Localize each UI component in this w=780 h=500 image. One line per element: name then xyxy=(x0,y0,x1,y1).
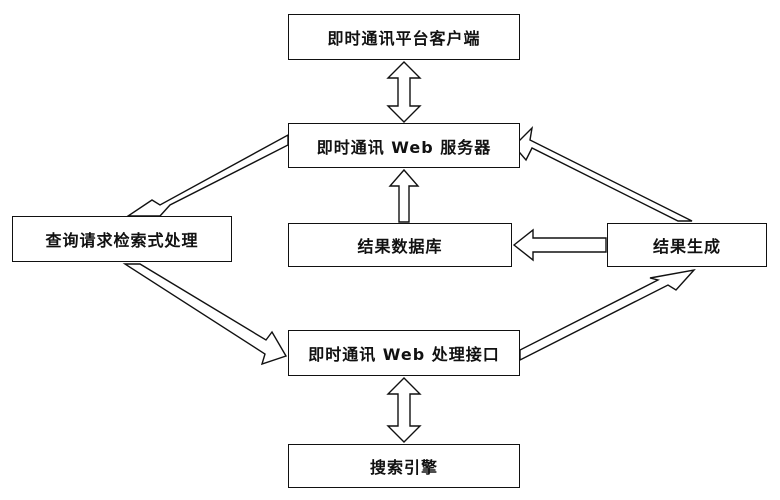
arrow-resultdb-server xyxy=(388,168,420,223)
arrow-server-query xyxy=(125,133,289,217)
node-search-engine: 搜索引擎 xyxy=(288,444,520,488)
arrow-generate-server xyxy=(513,125,693,222)
node-im-client: 即时通讯平台客户端 xyxy=(288,14,520,60)
node-label: 即时通讯平台客户端 xyxy=(327,29,481,48)
arrow-generate-resultdb xyxy=(512,228,607,262)
node-label: 查询请求检索式处理 xyxy=(45,231,199,250)
node-query-processing: 查询请求检索式处理 xyxy=(12,216,232,262)
arrow-client-server xyxy=(386,61,422,123)
node-label: 结果生成 xyxy=(652,237,721,256)
node-im-web-server: 即时通讯 Web 服务器 xyxy=(288,123,520,168)
arrow-query-interface xyxy=(122,263,288,366)
node-result-database: 结果数据库 xyxy=(288,223,512,267)
node-label: 搜索引擎 xyxy=(369,458,438,477)
node-label: 即时通讯 Web 服务器 xyxy=(316,137,492,157)
arrow-interface-generate xyxy=(519,268,696,362)
node-result-generation: 结果生成 xyxy=(607,223,767,267)
arrow-interface-search xyxy=(386,377,422,443)
node-label: 即时通讯 Web 处理接口 xyxy=(308,345,500,364)
node-label: 结果数据库 xyxy=(357,237,443,256)
node-im-web-interface: 即时通讯 Web 处理接口 xyxy=(288,330,520,376)
